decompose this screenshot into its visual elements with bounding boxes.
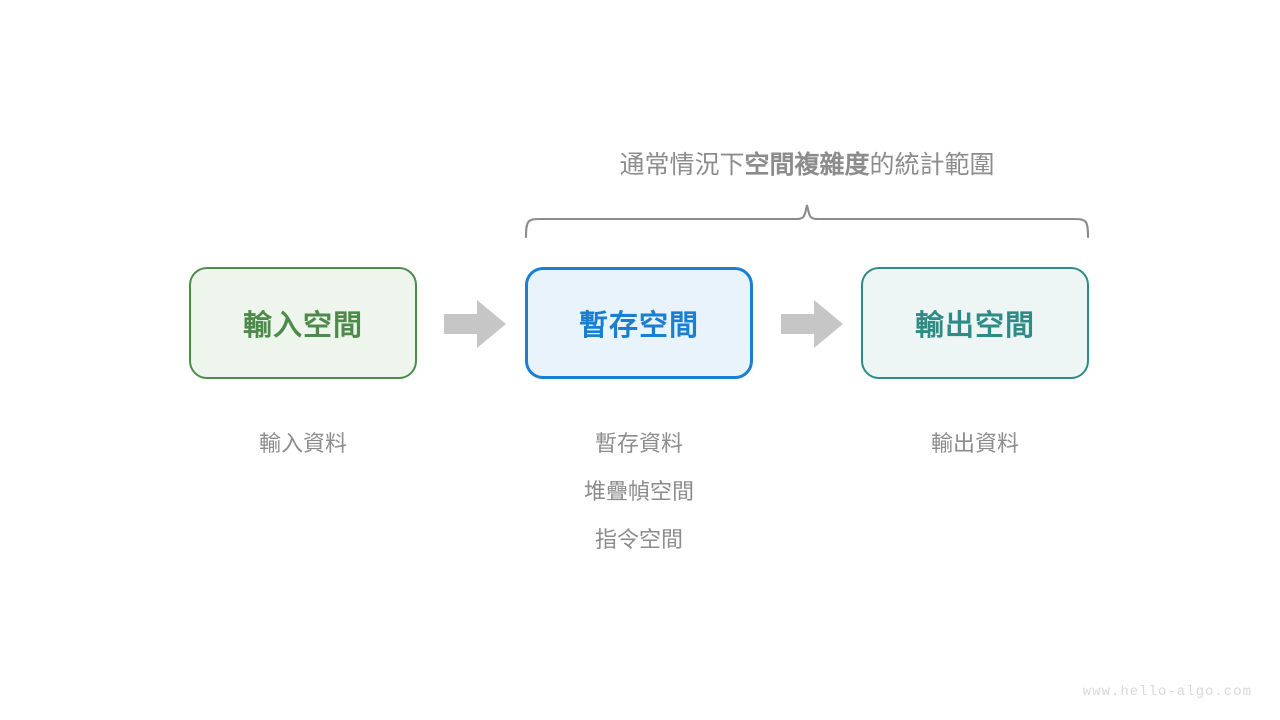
scope-caption-prefix: 通常情況下 xyxy=(619,151,745,179)
caption-group-temp: 暫存資料 堆疊幀空間 指令空間 xyxy=(479,420,799,564)
box-temp-space-label: 暫存空間 xyxy=(578,310,699,342)
arrow-right-icon-1 xyxy=(444,300,506,348)
caption-output-0: 輸出資料 xyxy=(930,431,1019,456)
watermark: www.hello-algo.com xyxy=(1082,684,1252,700)
caption-group-output: 輸出資料 xyxy=(815,420,1135,468)
box-input-space[interactable]: 輸入空間 xyxy=(189,267,417,379)
box-input-space-label: 輸入空間 xyxy=(242,310,363,342)
caption-temp-1: 堆疊幀空間 xyxy=(583,479,694,504)
caption-input-0: 輸入資料 xyxy=(258,431,347,456)
arrow-right-icon-2 xyxy=(781,300,843,348)
scope-caption: 通常情況下空間複雜度的統計範圍 xyxy=(619,145,994,181)
caption-temp-0: 暫存資料 xyxy=(594,431,683,456)
box-output-space[interactable]: 輸出空間 xyxy=(861,267,1089,379)
caption-group-input: 輸入資料 xyxy=(143,420,463,468)
scope-brace-icon xyxy=(524,204,1090,239)
box-temp-space[interactable]: 暫存空間 xyxy=(525,267,753,379)
caption-temp-2: 指令空間 xyxy=(594,527,683,552)
scope-caption-emphasis: 空間複雜度 xyxy=(744,151,870,179)
box-output-space-label: 輸出空間 xyxy=(914,310,1035,342)
scope-caption-suffix: 的統計範圍 xyxy=(869,151,995,179)
